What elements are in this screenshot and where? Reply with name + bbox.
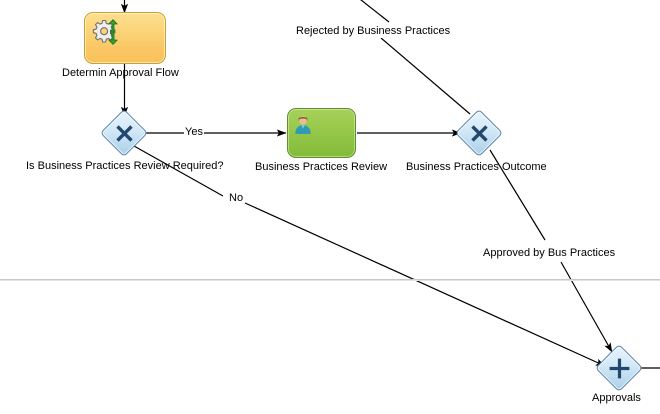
label-business-practices-outcome: Business Practices Outcome xyxy=(406,161,547,173)
person-icon xyxy=(293,113,313,139)
task-determine-approval-flow[interactable] xyxy=(84,12,166,64)
lane-divider xyxy=(0,279,660,281)
label-determine-approval-flow: Determin Approval Flow xyxy=(62,67,179,79)
gear-branch-icon xyxy=(92,19,122,50)
label-is-review-required: Is Business Practices Review Required? xyxy=(26,160,224,172)
edge-label-approved-by-bus-practices: Approved by Bus Practices xyxy=(482,247,617,260)
gateway-is-review-required[interactable] xyxy=(99,108,149,158)
edge-label-yes: Yes xyxy=(184,126,204,139)
edge-label-rejected-by-business-practices: Rejected by Business Practices xyxy=(295,25,452,38)
edge-label-no: No xyxy=(228,192,245,205)
connector-rejected-upper xyxy=(360,0,390,23)
connector-approved-lower xyxy=(560,261,613,353)
label-approvals: Approvals xyxy=(592,392,641,404)
gateway-approvals[interactable] xyxy=(594,343,644,393)
label-business-practices-review: Business Practices Review xyxy=(255,161,388,173)
connector-no-lower xyxy=(244,202,606,367)
task-business-practices-review[interactable] xyxy=(287,108,356,158)
connector-rejected-lower xyxy=(380,37,471,115)
gateway-business-practices-outcome[interactable] xyxy=(454,108,504,158)
